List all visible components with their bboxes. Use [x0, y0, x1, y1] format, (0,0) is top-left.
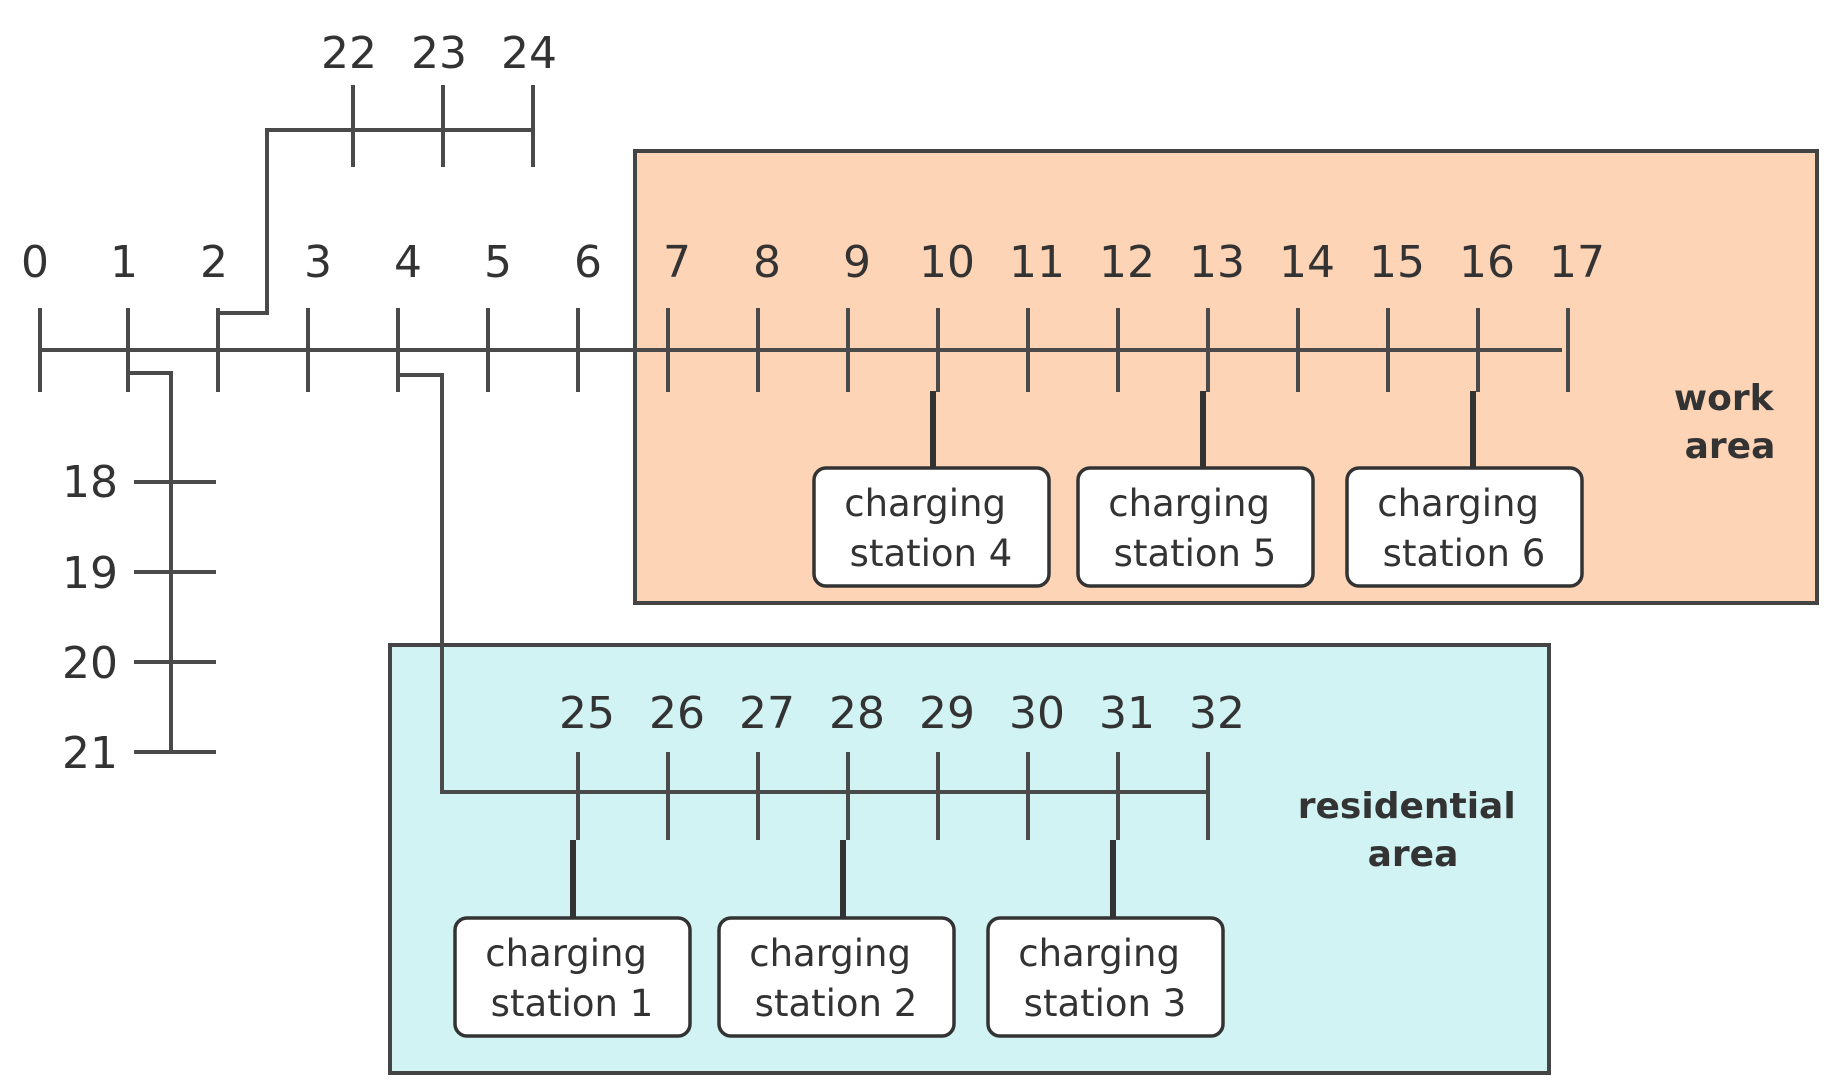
node-label-31: 31 — [1099, 688, 1155, 739]
station-3-line1: charging — [1018, 932, 1180, 975]
work-area-label: work area — [1674, 378, 1786, 467]
charging-station-1: charging station 1 — [453, 916, 692, 1038]
node-label-29: 29 — [919, 688, 975, 739]
node-label-25: 25 — [559, 688, 615, 739]
node-label-30: 30 — [1009, 688, 1065, 739]
station-box-5 — [1076, 466, 1315, 588]
station-5-line1: charging — [1108, 482, 1270, 525]
node-label-4: 4 — [394, 237, 422, 288]
main-node-labels: 0 1 2 3 4 5 6 7 8 9 10 11 12 13 14 15 16… — [21, 237, 1605, 288]
station-2-label: charging station 2 — [749, 932, 923, 1025]
node-label-7: 7 — [663, 237, 691, 288]
station-box-3 — [986, 916, 1225, 1038]
charging-station-5: charging station 5 — [1076, 466, 1315, 588]
station-3-label: charging station 3 — [1018, 932, 1192, 1025]
charging-station-3: charging station 3 — [986, 916, 1225, 1038]
node-label-14: 14 — [1279, 237, 1335, 288]
bus-ticks — [38, 85, 1570, 840]
station-1-line1: charging — [485, 932, 647, 975]
node-label-5: 5 — [484, 237, 512, 288]
station-box-4 — [812, 466, 1051, 588]
work-area-label-line2: area — [1685, 426, 1776, 467]
node-label-6: 6 — [574, 237, 602, 288]
top-branch-node-labels: 22 23 24 — [321, 28, 557, 79]
node-label-13: 13 — [1189, 237, 1245, 288]
station-4-line1: charging — [844, 482, 1006, 525]
work-area-label-line1: work — [1674, 378, 1775, 419]
station-5-line2: station 5 — [1114, 532, 1277, 575]
left-branch-node-labels: 18 19 20 21 — [62, 457, 118, 779]
station-6-label: charging station 6 — [1377, 482, 1551, 575]
station-2-line2: station 2 — [755, 982, 918, 1025]
node-label-2: 2 — [200, 237, 228, 288]
node-label-3: 3 — [304, 237, 332, 288]
node-label-21: 21 — [62, 728, 118, 779]
charging-station-4: charging station 4 — [812, 466, 1051, 588]
node-label-15: 15 — [1369, 237, 1425, 288]
station-6-line1: charging — [1377, 482, 1539, 525]
station-1-label: charging station 1 — [485, 932, 659, 1025]
node-label-11: 11 — [1009, 237, 1065, 288]
node-label-22: 22 — [321, 28, 377, 79]
residential-branch-line — [398, 373, 1208, 794]
node-label-26: 26 — [649, 688, 705, 739]
station-1-line2: station 1 — [491, 982, 654, 1025]
node-label-32: 32 — [1189, 688, 1245, 739]
node-label-12: 12 — [1099, 237, 1155, 288]
station-6-line2: station 6 — [1383, 532, 1546, 575]
node-label-28: 28 — [829, 688, 885, 739]
residential-area-label: residential area — [1298, 786, 1528, 875]
node-label-8: 8 — [753, 237, 781, 288]
station-2-line1: charging — [749, 932, 911, 975]
station-4-line2: station 4 — [850, 532, 1013, 575]
station-connectors — [570, 391, 1476, 918]
node-label-17: 17 — [1549, 237, 1605, 288]
node-label-23: 23 — [411, 28, 467, 79]
node-label-24: 24 — [501, 28, 557, 79]
charging-station-6: charging station 6 — [1345, 466, 1584, 588]
charging-station-2: charging station 2 — [717, 916, 956, 1038]
node-label-0: 0 — [21, 237, 49, 288]
station-box-2 — [717, 916, 956, 1038]
residential-area-label-line1: residential — [1298, 786, 1516, 827]
node-label-16: 16 — [1459, 237, 1515, 288]
top-branch-line — [218, 128, 533, 315]
station-box-6 — [1345, 466, 1584, 588]
station-5-label: charging station 5 — [1108, 482, 1282, 575]
node-label-27: 27 — [739, 688, 795, 739]
station-4-label: charging station 4 — [844, 482, 1018, 575]
station-3-line2: station 3 — [1024, 982, 1187, 1025]
residential-area-label-line2: area — [1368, 834, 1459, 875]
node-label-20: 20 — [62, 638, 118, 689]
node-label-19: 19 — [62, 548, 118, 599]
residential-node-labels: 25 26 27 28 29 30 31 32 — [559, 688, 1245, 739]
node-label-9: 9 — [843, 237, 871, 288]
station-box-1 — [453, 916, 692, 1038]
node-label-10: 10 — [919, 237, 975, 288]
node-label-1: 1 — [110, 237, 138, 288]
feeder-lines — [40, 128, 1562, 794]
left-branch-line — [128, 371, 173, 752]
node-label-18: 18 — [62, 457, 118, 508]
